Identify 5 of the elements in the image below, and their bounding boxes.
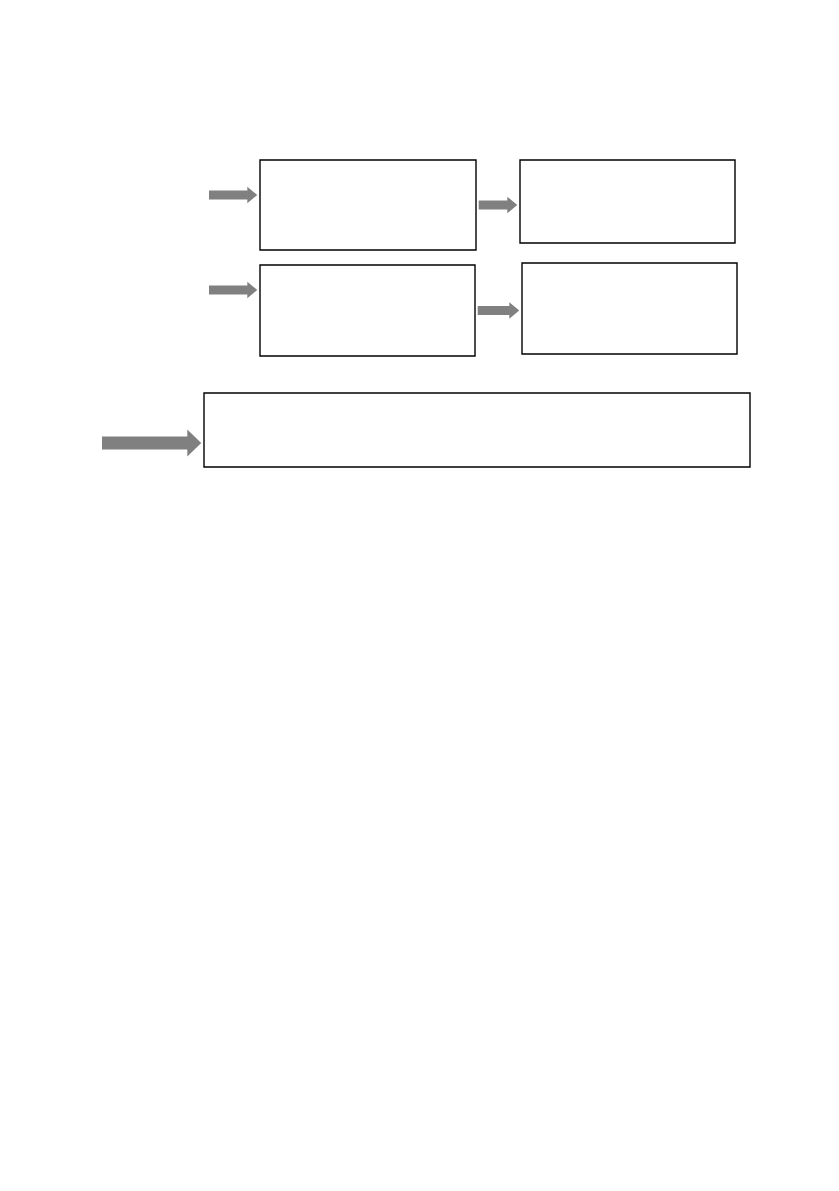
box: [203, 392, 751, 468]
box: [519, 159, 736, 244]
box: [259, 264, 476, 357]
box: [259, 159, 477, 251]
box: [521, 262, 738, 355]
